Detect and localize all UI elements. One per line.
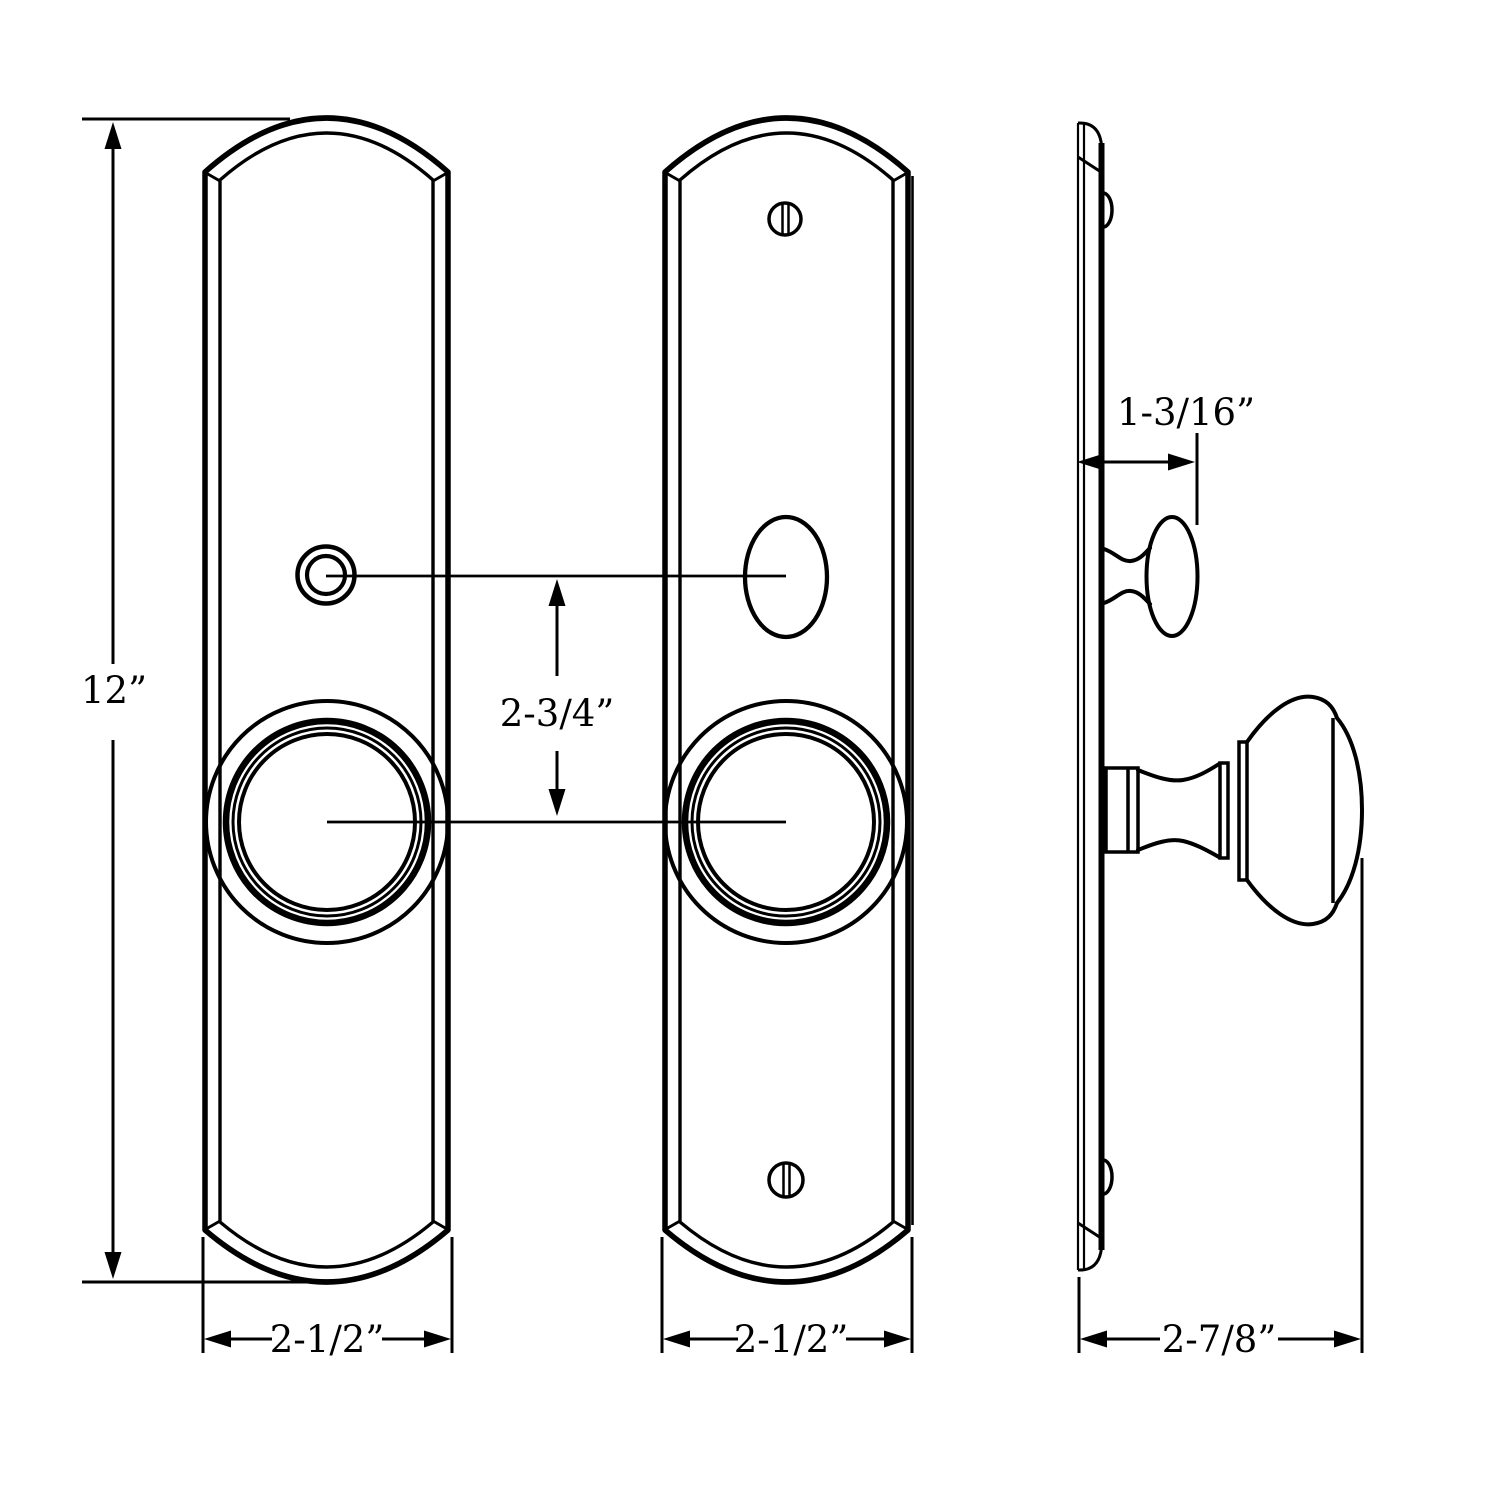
arrowhead-up [548,579,566,606]
side-profile-view [1076,121,1365,1272]
knob-base-ring [1104,766,1140,854]
knob-neck-top [1136,762,1221,783]
arrowhead-left [204,1330,231,1348]
knob-bulb-bottom [1245,878,1339,927]
bevel-corner-lines [665,171,908,1231]
top-screw [767,201,803,237]
bevel-corner-lines [205,171,448,1231]
small-knob-projection-label: 1-3/16” [1117,391,1255,434]
overall-projection-label: 2-7/8” [1162,1318,1277,1361]
arrowhead-right [1168,453,1195,471]
exterior-plate-view [662,115,914,1285]
arrowhead-right [424,1330,451,1348]
top-screw-profile [1102,191,1114,229]
exterior-plate-width-label: 2-1/2” [734,1318,849,1361]
interior-plate-view [202,115,451,1285]
extension-lines [1077,858,1364,1353]
plate-bevel-profile-lines [1077,155,1102,1240]
arrowhead-right [884,1330,911,1348]
plate-height-label: 12” [81,669,147,712]
arrowhead-down [104,1252,122,1279]
knob-bulb-cap [1335,716,1365,905]
arrowhead-down [548,789,566,816]
plate-top-corner [1077,121,1103,146]
interior-plate-width-label: 2-1/2” [270,1318,385,1361]
knob-collar-2 [1237,740,1249,882]
plate-outer-outline [662,115,911,1285]
plate-bottom-corner [1077,1247,1103,1272]
center-to-center-label: 2-3/4” [500,692,615,735]
plate-back-edge [1076,123,1086,1270]
arrowhead-right [1334,1330,1361,1348]
dimension-small-knob-projection: 1-3/16” [1077,391,1255,525]
knob-neck-bottom [1136,838,1221,859]
knob-bulb-top [1245,694,1339,744]
dimension-plate-height: 12” [81,117,325,1284]
bottom-screw-profile [1102,1158,1114,1196]
turnpiece-knob-profile [1102,515,1200,638]
dimension-overall-projection: 2-7/8” [1077,858,1364,1361]
arrowhead-left [1077,453,1104,471]
arrowhead-up [104,122,122,149]
arrowhead-left [663,1330,690,1348]
extension-lines [660,1237,914,1353]
door-knob-profile [1104,694,1365,927]
plate-outer-outline [202,115,451,1285]
knob-collar-1 [1218,761,1230,860]
dimension-interior-plate-width: 2-1/2” [201,1237,454,1361]
arrowhead-left [1080,1330,1107,1348]
dimension-exterior-plate-width: 2-1/2” [660,1237,914,1361]
bottom-screw [767,1161,805,1199]
dimension-center-to-center: 2-3/4” [500,579,615,816]
extension-lines [201,1237,454,1353]
centerlines [326,574,786,824]
